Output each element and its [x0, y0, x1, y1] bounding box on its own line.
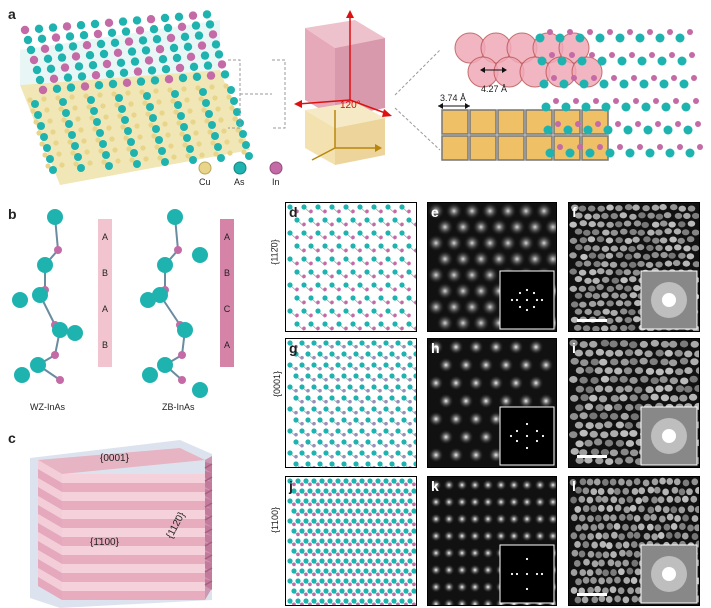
panel-label-a: a	[8, 6, 16, 22]
wz-stack-a2: A	[101, 304, 108, 314]
panel-label-g: g	[289, 340, 298, 356]
panel-label-f: f	[572, 204, 577, 220]
distance-label-3-74: 3.74 Å	[440, 93, 467, 103]
zb-stack-a1: A	[223, 232, 230, 242]
stacked-cube-illustration	[30, 440, 213, 608]
wz-label: WZ-InAs	[30, 402, 65, 412]
zb-stack-a2: A	[223, 340, 230, 350]
legend-as-label: As	[234, 177, 245, 187]
zb-label: ZB-InAs	[162, 402, 195, 412]
zb-stack-b: B	[223, 268, 230, 278]
panel-label-j: j	[289, 478, 293, 494]
stacking-chains-illustration	[12, 209, 234, 398]
panel-label-k: k	[431, 478, 439, 494]
row-label-3: {1̄100}	[270, 506, 281, 534]
legend-in-label: In	[272, 177, 280, 187]
wz-stack-a1: A	[101, 232, 108, 242]
panel-d-image	[285, 202, 417, 332]
wz-stack-b1: B	[101, 268, 108, 278]
panel-k-image	[427, 476, 557, 606]
panel-label-c: c	[8, 430, 16, 446]
panel-g-image	[285, 338, 417, 468]
row-label-1: {112̄0}	[269, 239, 280, 265]
panel-i-image	[568, 338, 700, 468]
cube-top-label: {0001}	[100, 453, 129, 464]
angle-label: 120°	[340, 100, 361, 111]
row-label-2: {0001}	[272, 370, 283, 398]
cube-front-label: {1̄100}	[90, 537, 119, 548]
crystal-3d-illustration	[20, 10, 703, 185]
panel-j-image	[285, 476, 417, 606]
panel-label-b: b	[8, 206, 17, 222]
wz-stack-b2: B	[101, 340, 108, 350]
legend-cu-label: Cu	[199, 177, 211, 187]
panel-label-e: e	[431, 204, 439, 220]
distance-label-4-27: 4.27 Å	[481, 84, 508, 94]
panel-label-l: l	[572, 478, 576, 494]
panel-label-d: d	[289, 204, 298, 220]
panel-label-h: h	[431, 340, 440, 356]
zb-stack-c: C	[223, 304, 231, 314]
panel-f-image	[568, 202, 700, 332]
panel-label-i: i	[572, 340, 576, 356]
panel-h-image	[427, 338, 557, 468]
panel-e-image	[427, 202, 557, 332]
panel-l-image	[568, 476, 700, 606]
